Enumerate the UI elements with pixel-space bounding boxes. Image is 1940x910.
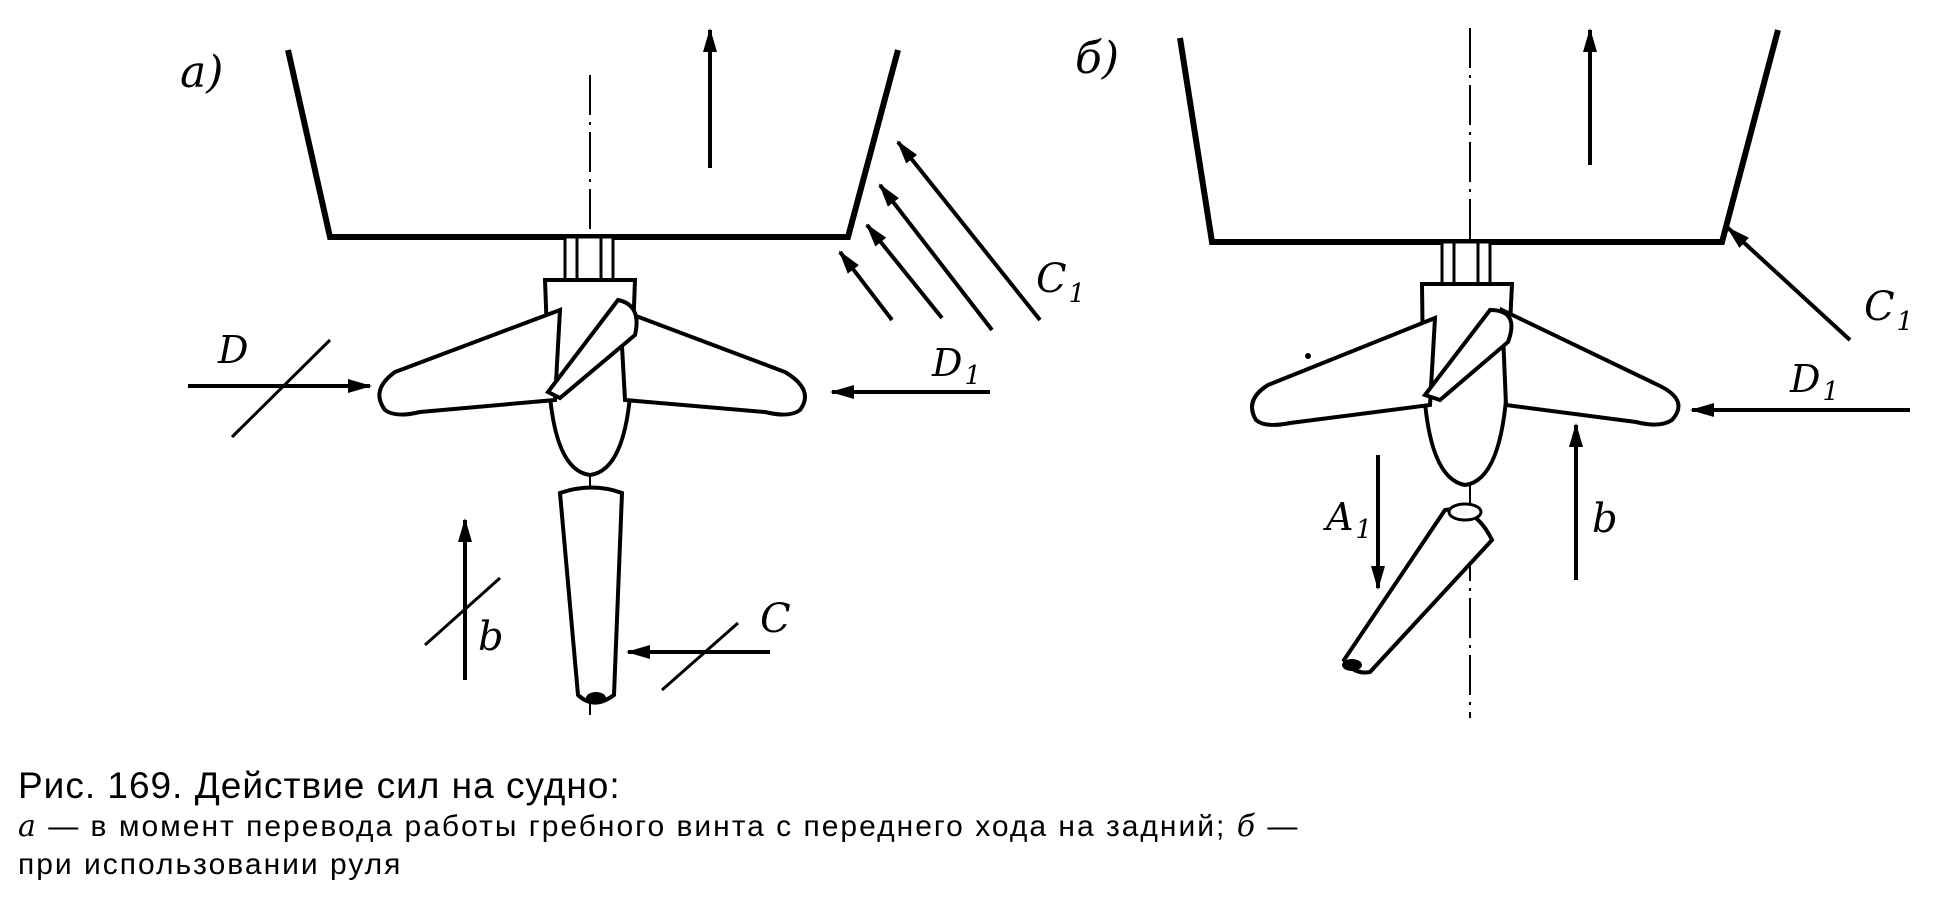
label-D: D (217, 328, 248, 372)
flow-C1-arrow-3 (865, 223, 944, 320)
shaft-b (1440, 240, 1492, 286)
label-C1-a: C1 (1036, 256, 1085, 309)
propeller-blade-right-b (1499, 306, 1681, 427)
propeller-blade-center-b (1421, 307, 1514, 403)
propeller-blade-left-a (377, 307, 563, 417)
label-b-b: b (1592, 496, 1618, 542)
flow-C1-arrow-b (1726, 226, 1852, 342)
panel-b: б) C1 D1 A1 b (1075, 28, 1913, 718)
flow-C1-arrow-1 (896, 140, 1042, 322)
figure-caption: Рис. 169. Действие сил на судно: а — в м… (18, 764, 1918, 884)
panel-b-label: б) (1075, 33, 1119, 84)
shaft-a (563, 235, 615, 283)
hull-outline-b (1177, 29, 1781, 245)
hull-outline-a (285, 49, 901, 240)
label-C1-b: C1 (1864, 284, 1913, 337)
panel-a-label: а) (180, 47, 223, 98)
flow-C1-arrow-4 (838, 250, 894, 322)
caption-line-1: а — в момент перевода работы гребного ви… (18, 809, 1300, 844)
propeller-blade-left-b (1250, 314, 1438, 427)
label-A1: A1 (1323, 495, 1372, 545)
flow-C1-arrow-2 (878, 183, 994, 332)
label-D1-b: D1 (1789, 357, 1839, 407)
label-D1-a: D1 (931, 341, 981, 391)
caption-line-2: при использовании руля (18, 848, 403, 881)
caption-title: Рис. 169. Действие сил на судно: (18, 765, 621, 806)
label-C: C (760, 596, 791, 642)
propeller-blade-right-a (617, 307, 807, 417)
panel-a: а) D D1 C1 b C (180, 28, 1085, 715)
rudder-a (557, 485, 625, 705)
label-b-a: b (478, 614, 504, 660)
propeller-blade-center-a (544, 297, 639, 401)
ship-forces-diagram: а) D D1 C1 b C (180, 28, 1913, 718)
